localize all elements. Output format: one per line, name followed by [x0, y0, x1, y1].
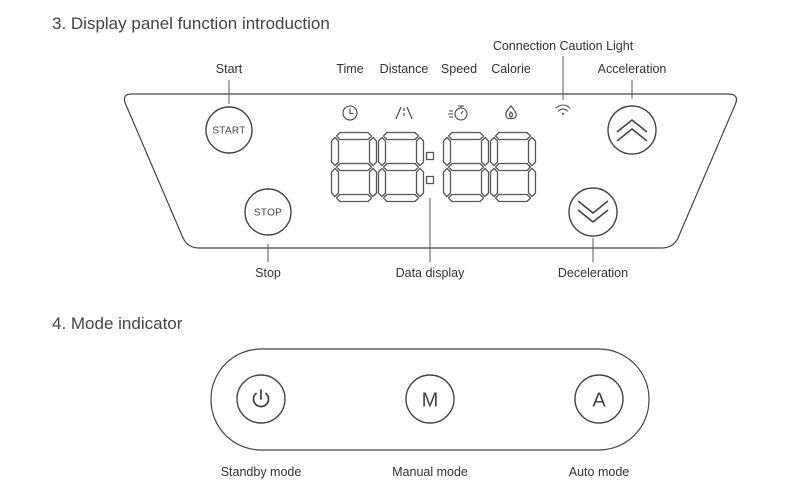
seven-segment-bar: [494, 193, 532, 203]
acceleration-button[interactable]: [607, 105, 657, 155]
clock-icon: [342, 105, 358, 121]
display-panel-outline: [123, 93, 738, 249]
colon-dot: [425, 175, 435, 185]
label-distance: Distance: [379, 62, 429, 76]
double-chevron-up-icon: [616, 119, 648, 142]
leader-lines: [228, 56, 633, 262]
seven-segment-digit: [377, 131, 425, 203]
seven-segment-bar: [368, 167, 378, 198]
manual-mode-button-label: M: [422, 390, 439, 412]
road-icon: [395, 106, 413, 120]
power-icon: [252, 389, 270, 408]
manual-mode-button[interactable]: M: [405, 374, 455, 424]
double-chevron-down-icon: [577, 200, 609, 223]
label-manual-mode: Manual mode: [392, 465, 468, 479]
seven-segment-bar: [377, 136, 387, 167]
label-standby-mode: Standby mode: [220, 465, 302, 479]
label-data-display: Data display: [395, 266, 465, 280]
seven-segment-bar: [527, 167, 537, 198]
deceleration-button[interactable]: [568, 187, 618, 237]
label-speed: Speed: [440, 62, 478, 76]
seven-segment-bar: [335, 193, 373, 203]
seven-segment-bar: [489, 167, 499, 198]
label-acceleration: Acceleration: [597, 62, 667, 76]
seven-segment-bar: [447, 193, 485, 203]
label-deceleration: Deceleration: [557, 266, 629, 280]
seven-segment-bar: [382, 193, 420, 203]
label-auto-mode: Auto mode: [568, 465, 630, 479]
seven-segment-bar: [494, 162, 532, 172]
auto-mode-button[interactable]: A: [574, 374, 624, 424]
start-button[interactable]: START: [205, 106, 253, 154]
speedometer-icon: [448, 105, 468, 121]
seven-segment-digit: [330, 131, 378, 203]
auto-mode-button-label: A: [592, 390, 606, 412]
stop-button[interactable]: STOP: [244, 188, 292, 236]
seven-segment-bar: [480, 136, 490, 167]
seven-segment-bar: [382, 162, 420, 172]
label-start: Start: [215, 62, 243, 76]
colon-dot: [425, 151, 435, 161]
seven-segment-bar: [415, 136, 425, 167]
mode-panel-outline: [210, 348, 650, 451]
seven-segment-bar: [494, 131, 532, 141]
seven-segment-bar: [527, 136, 537, 167]
seven-segment-bar: [382, 131, 420, 141]
seven-segment-bar: [330, 136, 340, 167]
seven-segment-bar: [377, 167, 387, 198]
seven-segment-bar: [442, 167, 452, 198]
label-calorie: Calorie: [491, 62, 531, 76]
section-heading-mode: 4. Mode indicator: [52, 314, 183, 333]
data-display: [330, 131, 537, 203]
seven-segment-bar: [368, 136, 378, 167]
stop-button-label: STOP: [254, 208, 282, 219]
seven-segment-bar: [335, 162, 373, 172]
seven-segment-bar: [447, 162, 485, 172]
seven-segment-digit: [442, 131, 490, 203]
seven-segment-bar: [480, 167, 490, 198]
label-connection-caution-light: Connection Caution Light: [492, 39, 634, 53]
seven-segment-bar: [442, 136, 452, 167]
label-stop: Stop: [255, 266, 281, 280]
label-time: Time: [336, 62, 364, 76]
flame-icon: [505, 105, 517, 120]
start-button-label: START: [212, 126, 245, 137]
seven-segment-bar: [335, 131, 373, 141]
seven-segment-digit: [489, 131, 537, 203]
seven-segment-bar: [489, 136, 499, 167]
wifi-icon: [555, 104, 571, 115]
seven-segment-bar: [415, 167, 425, 198]
seven-segment-bar: [447, 131, 485, 141]
standby-mode-button[interactable]: [236, 374, 286, 424]
section-heading-display: 3. Display panel function introduction: [52, 14, 330, 33]
seven-segment-bar: [330, 167, 340, 198]
